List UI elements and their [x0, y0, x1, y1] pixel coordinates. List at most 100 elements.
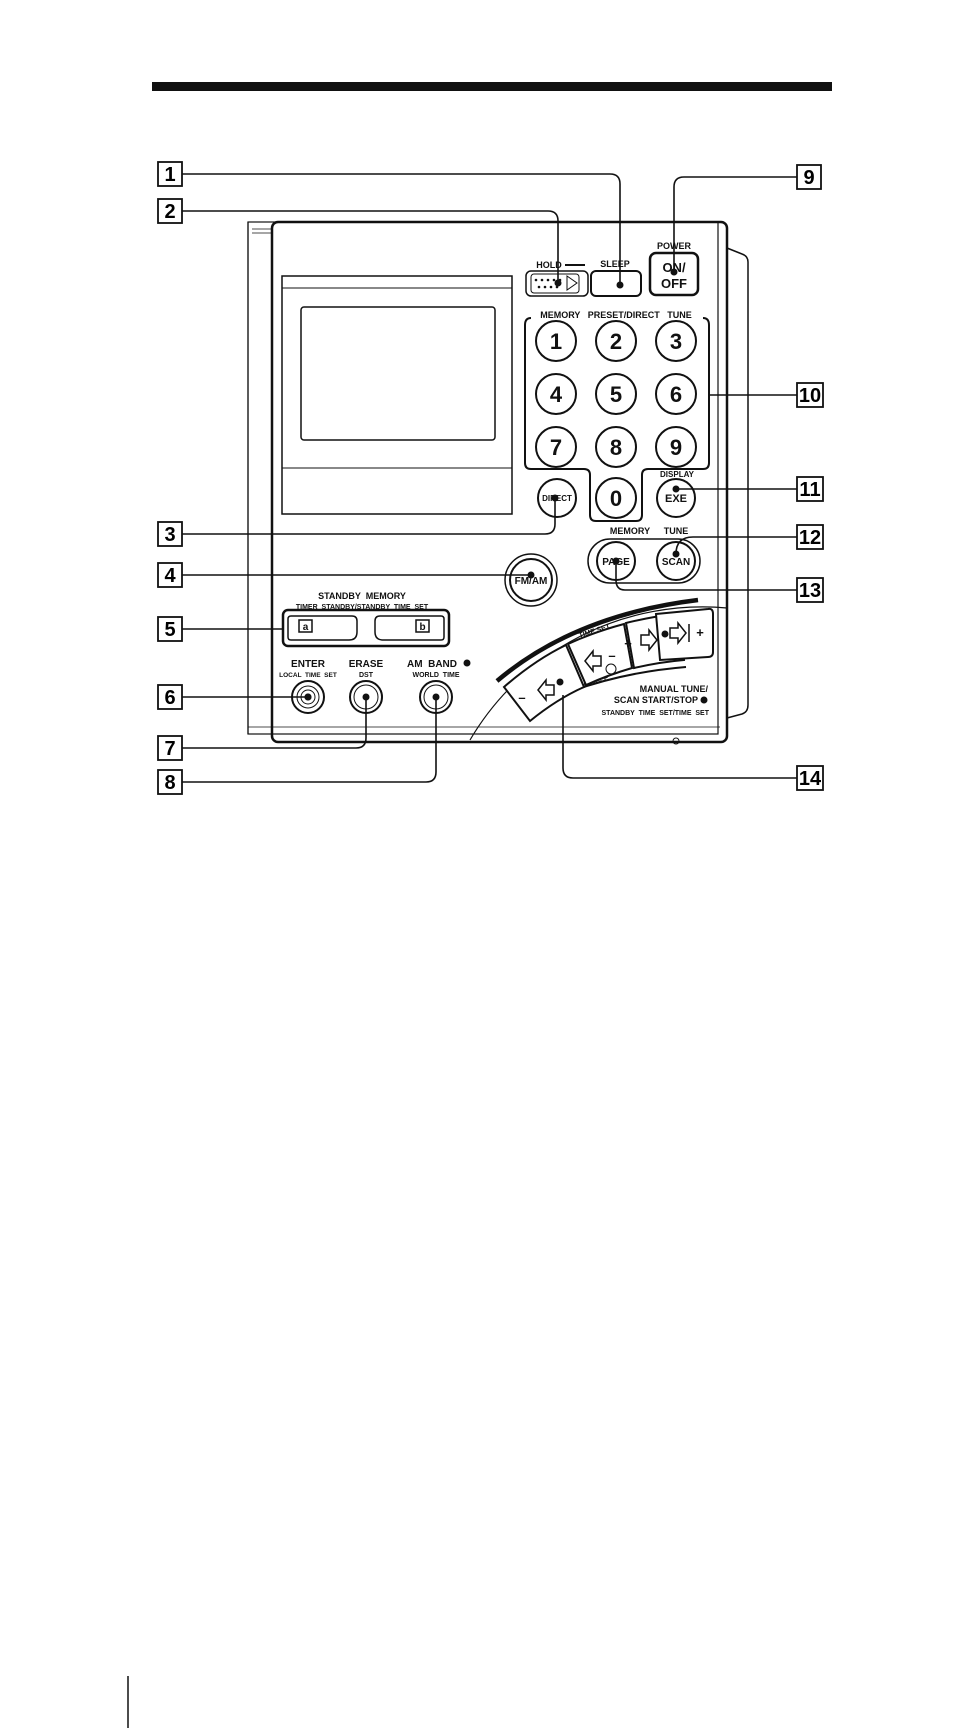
sleep-button[interactable]: SLEEP: [590, 259, 642, 297]
key-8[interactable]: 8: [595, 426, 637, 468]
callout-5: 5: [157, 616, 183, 642]
key-4[interactable]: 4: [535, 373, 577, 415]
scan-button[interactable]: SCAN: [656, 541, 696, 581]
key-6[interactable]: 6: [655, 373, 697, 415]
callout-11: 11: [796, 476, 824, 502]
off-label: OFF: [661, 276, 687, 291]
callout-5-number: 5: [164, 619, 175, 641]
hold-label: HOLD: [536, 260, 562, 270]
tune-up-fast-plus: +: [696, 625, 704, 640]
scan-start-stop-dot: [700, 696, 708, 704]
tune-down-fast-button[interactable]: –: [502, 643, 586, 723]
tune-up-plus: +: [624, 636, 632, 651]
callout-boxes: 1 2 3 4 5 6 7 8: [157, 161, 824, 795]
key-6-label: 6: [670, 382, 682, 407]
leader-dots: [304, 268, 680, 701]
tune-up-fast-arrow-icon: [669, 620, 687, 646]
tune-down-arrow-icon: [584, 648, 602, 674]
erase-label: ERASE: [349, 659, 384, 670]
header-rule: [152, 82, 832, 91]
callout-1-number: 1: [164, 164, 175, 186]
hold-switch[interactable]: HOLD: [525, 260, 589, 297]
memory-slot-a[interactable]: a: [287, 615, 358, 641]
tune-label: TUNE: [664, 526, 689, 536]
key-2-label: 2: [610, 329, 622, 354]
key-1[interactable]: 1: [535, 320, 577, 362]
callout-9: 9: [796, 164, 822, 190]
dst-label: DST: [359, 672, 374, 679]
leader-lines: [182, 173, 797, 783]
key-9-label: 9: [670, 435, 682, 460]
key-3-label: 3: [670, 329, 682, 354]
timer-standby-label: TIMER STANDBY/STANDBY TIME SET: [296, 604, 429, 611]
callout-13-number: 13: [799, 580, 821, 602]
callout-4-number: 4: [164, 565, 176, 587]
keypad: 1 2 3 4 5 6 7 8: [535, 320, 697, 519]
display-label: DISPLAY: [660, 470, 695, 479]
callout-8-number: 8: [164, 772, 175, 794]
key-5[interactable]: 5: [595, 373, 637, 415]
standby-memory-label: STANDBY MEMORY: [318, 591, 406, 601]
key-7[interactable]: 7: [535, 426, 577, 468]
key-0[interactable]: 0: [595, 477, 637, 519]
key-4-label: 4: [550, 382, 563, 407]
tune-up-arrow-icon: [640, 627, 658, 653]
callout-7-number: 7: [164, 738, 175, 760]
exe-label: EXE: [665, 493, 687, 505]
callout-14: 14: [796, 765, 824, 791]
callout-12-number: 12: [799, 527, 821, 549]
am-band-dot: [463, 659, 471, 667]
am-band-label: AM BAND: [407, 659, 457, 670]
callout-2-number: 2: [164, 201, 175, 223]
memory-label: MEMORY: [610, 526, 650, 536]
enter-label: ENTER: [291, 659, 326, 670]
callout-10: 10: [796, 382, 824, 408]
key-8-label: 8: [610, 435, 622, 460]
key-1-label: 1: [550, 329, 562, 354]
callout-11-number: 11: [799, 479, 820, 501]
key-2[interactable]: 2: [595, 320, 637, 362]
device-body: [247, 220, 749, 745]
callout-1: 1: [157, 161, 183, 187]
tune-indicator-dot: [605, 663, 617, 675]
key-5-label: 5: [610, 382, 622, 407]
callout-13: 13: [796, 577, 824, 603]
local-time-set-label: LOCAL TIME SET: [279, 672, 337, 679]
callout-3: 3: [157, 521, 183, 547]
scan-start-stop-label: SCAN START/STOP: [614, 695, 698, 705]
tune-up-fast-dot: [661, 630, 669, 638]
callout-3-number: 3: [164, 524, 175, 546]
memory-slot-b[interactable]: b: [374, 615, 445, 641]
callout-14-number: 14: [799, 768, 822, 790]
slot-b-label: b: [419, 622, 425, 633]
standby-memory: STANDBY MEMORY TIMER STANDBY/STANDBY TIM…: [281, 591, 451, 648]
page-scan-frame: [587, 538, 701, 584]
callout-10-number: 10: [799, 385, 821, 407]
world-time-label: WORLD TIME: [412, 672, 459, 679]
callout-2: 2: [157, 198, 183, 224]
key-7-label: 7: [550, 435, 562, 460]
slot-a-label: a: [303, 622, 309, 633]
callout-4: 4: [157, 562, 183, 588]
callout-12: 12: [796, 524, 824, 550]
key-9[interactable]: 9: [655, 426, 697, 468]
callout-6-number: 6: [164, 687, 175, 709]
tune-down-fast-arrow-icon: [537, 677, 555, 703]
callout-7: 7: [157, 735, 183, 761]
callout-6: 6: [157, 684, 183, 710]
exe-button[interactable]: EXE: [656, 478, 696, 518]
keypad-frame: [524, 317, 710, 522]
fm-am-button[interactable]: FM/AM: [504, 553, 558, 607]
tune-down-fast-dot: [556, 678, 564, 686]
tune-up-fast-button[interactable]: +: [654, 607, 714, 662]
tune-down-minus: –: [608, 648, 615, 663]
tune-down-fast-minus: –: [518, 690, 525, 705]
callout-9-number: 9: [803, 167, 814, 189]
fm-am-label: FM/AM: [515, 576, 548, 587]
standby-time-set-label: STANDBY TIME SET/TIME SET: [602, 710, 710, 717]
manual-tune-label: MANUAL TUNE/: [640, 684, 709, 694]
memory-preset-direct-tune-label: MEMORY PRESET/DIRECT TUNE: [540, 310, 692, 320]
key-3[interactable]: 3: [655, 320, 697, 362]
